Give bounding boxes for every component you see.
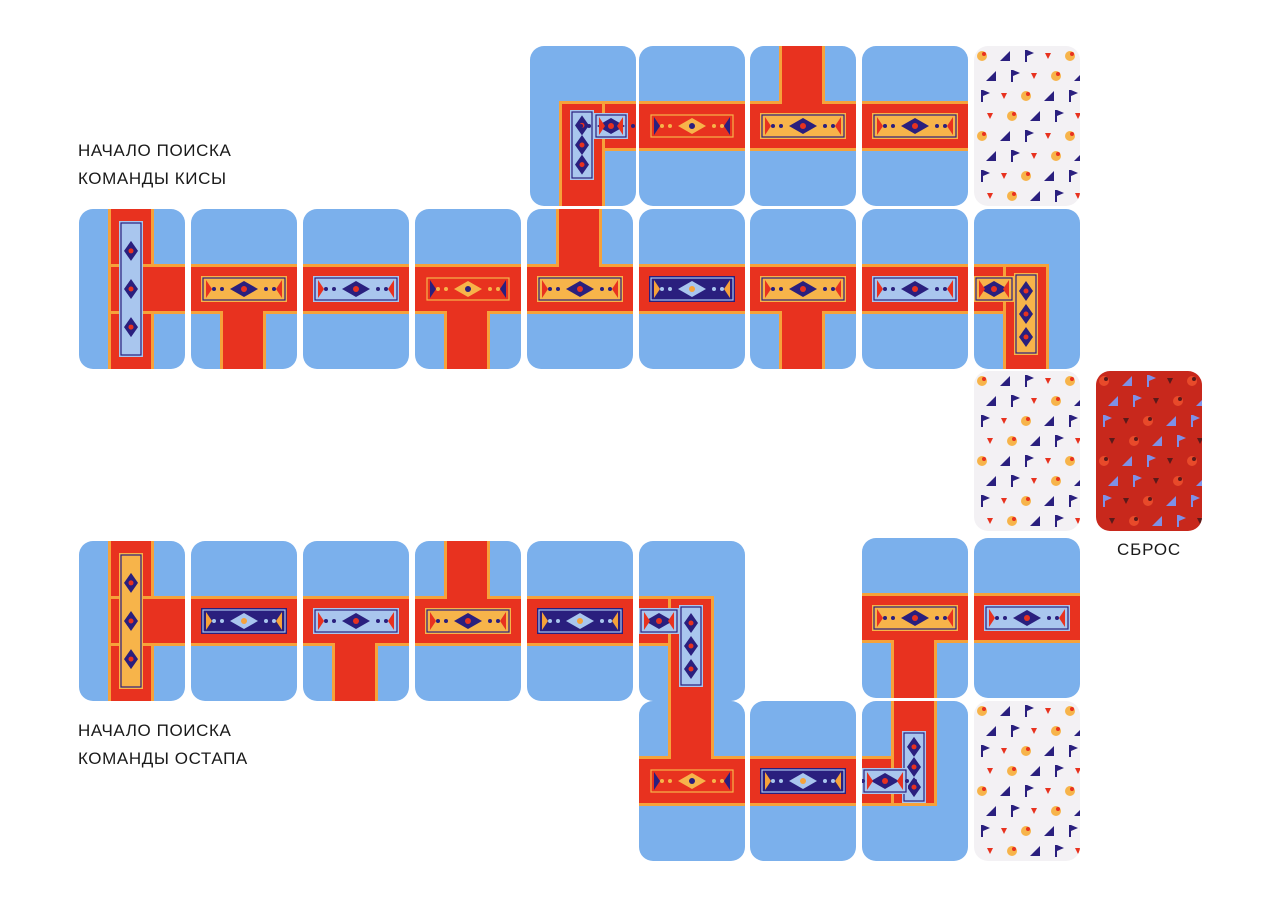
road-carpet-artwork — [750, 701, 856, 861]
card-back-pattern — [974, 701, 1080, 861]
path-tile-straight-h[interactable] — [639, 46, 745, 206]
path-tile-t-right[interactable] — [79, 209, 185, 369]
road-carpet-artwork — [303, 209, 409, 369]
road-carpet-artwork — [862, 538, 968, 698]
path-tile-corner-left-down[interactable] — [639, 541, 745, 701]
path-tile-straight-h[interactable] — [750, 701, 856, 861]
path-tile-t-up[interactable] — [415, 541, 521, 701]
path-tile-straight-h[interactable] — [303, 209, 409, 369]
path-tile-straight-h[interactable] — [639, 209, 745, 369]
road-carpet-artwork — [639, 46, 745, 206]
team-kisa-label-line1: НАЧАЛО ПОИСКА — [78, 141, 232, 160]
path-tile-straight-h[interactable] — [527, 541, 633, 701]
team-ostap-label-line2: КОМАНДЫ ОСТАПА — [78, 749, 248, 768]
path-tile-straight-h[interactable] — [191, 541, 297, 701]
team-ostap-label-line1: НАЧАЛО ПОИСКА — [78, 721, 232, 740]
card-back-tile[interactable] — [974, 701, 1080, 861]
path-tile-t-down[interactable] — [303, 541, 409, 701]
path-tile-corner-right-down[interactable] — [530, 46, 636, 206]
path-tile-straight-h[interactable] — [974, 538, 1080, 698]
road-carpet-artwork — [639, 541, 745, 701]
road-carpet-artwork — [79, 209, 185, 369]
road-carpet-artwork — [303, 541, 409, 701]
path-tile-t-up[interactable] — [750, 46, 856, 206]
road-carpet-artwork — [191, 541, 297, 701]
path-tile-t-down[interactable] — [750, 209, 856, 369]
reset-button[interactable] — [1096, 371, 1202, 531]
path-tile-straight-h[interactable] — [862, 46, 968, 206]
team-kisa-label-line2: КОМАНДЫ КИСЫ — [78, 169, 227, 188]
card-back-pattern — [974, 46, 1080, 206]
road-carpet-artwork — [415, 209, 521, 369]
road-carpet-artwork — [527, 209, 633, 369]
road-carpet-artwork — [750, 209, 856, 369]
team-kisa-start-label: НАЧАЛО ПОИСКА КОМАНДЫ КИСЫ — [78, 137, 231, 193]
road-carpet-artwork — [79, 541, 185, 701]
card-back-pattern — [974, 371, 1080, 531]
road-carpet-artwork — [862, 46, 968, 206]
path-tile-t-down[interactable] — [415, 209, 521, 369]
road-carpet-artwork — [862, 209, 968, 369]
road-carpet-artwork — [191, 209, 297, 369]
path-tile-corner-left-up[interactable] — [862, 701, 968, 861]
card-back-tile[interactable] — [974, 46, 1080, 206]
road-carpet-artwork — [530, 46, 636, 206]
path-tile-t-up[interactable] — [527, 209, 633, 369]
road-carpet-artwork — [974, 209, 1080, 369]
path-tile-corner-left-down[interactable] — [974, 209, 1080, 369]
road-carpet-artwork — [415, 541, 521, 701]
team-ostap-start-label: НАЧАЛО ПОИСКА КОМАНДЫ ОСТАПА — [78, 717, 248, 773]
road-carpet-artwork — [639, 209, 745, 369]
path-tile-t-up[interactable] — [639, 701, 745, 861]
road-carpet-artwork — [639, 701, 745, 861]
road-carpet-artwork — [750, 46, 856, 206]
road-carpet-artwork — [974, 538, 1080, 698]
road-carpet-artwork — [527, 541, 633, 701]
reset-label: СБРОС — [1117, 540, 1181, 559]
path-tile-t-right[interactable] — [79, 541, 185, 701]
path-tile-straight-h[interactable] — [862, 209, 968, 369]
card-back-pattern — [1096, 371, 1202, 531]
card-back-tile[interactable] — [974, 371, 1080, 531]
path-tile-t-down[interactable] — [191, 209, 297, 369]
path-tile-t-down[interactable] — [862, 538, 968, 698]
road-carpet-artwork — [862, 701, 968, 861]
